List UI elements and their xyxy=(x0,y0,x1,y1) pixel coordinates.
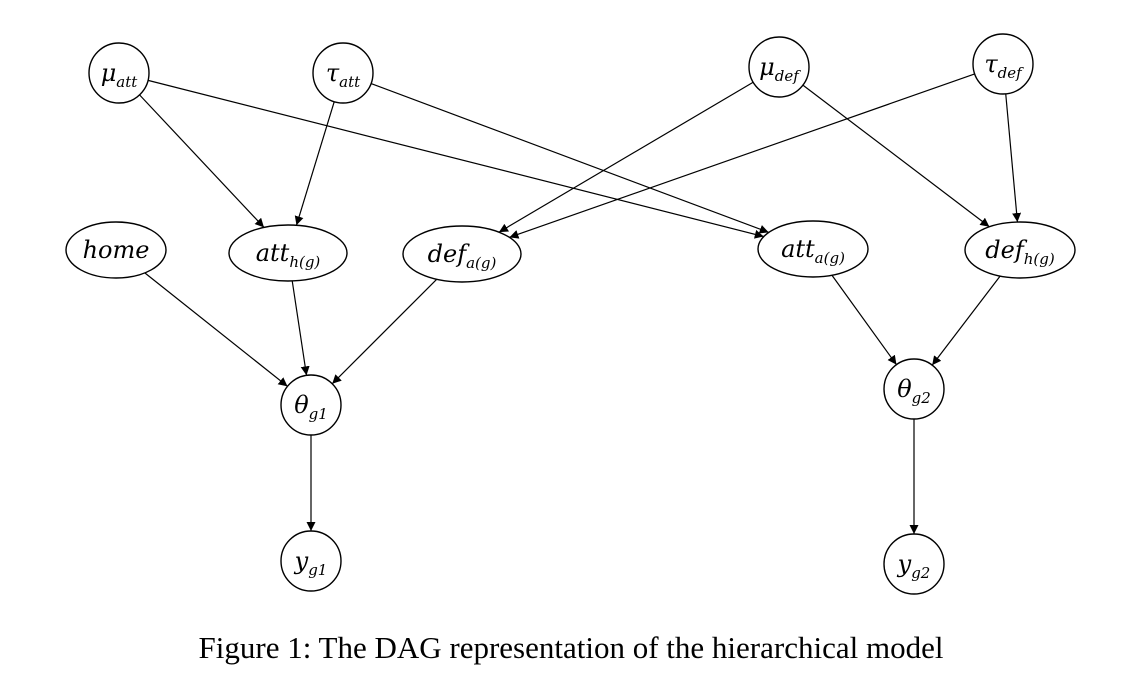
node-shape-y2 xyxy=(883,533,945,595)
edge-mu_att-to-att_h xyxy=(139,94,265,228)
node-label-tau_att: τatt xyxy=(326,59,361,91)
node-att_h: atth(g) xyxy=(228,224,348,282)
edge-def_a-to-theta1 xyxy=(331,278,438,385)
node-subscript-tau_def: def xyxy=(998,64,1024,82)
node-label-mu_att: μatt xyxy=(101,59,139,91)
node-theta2: θg2 xyxy=(883,358,945,420)
node-shape-theta2 xyxy=(883,358,945,420)
node-tau_def: τdef xyxy=(972,33,1034,95)
node-label-mu_def: μdef xyxy=(759,53,801,85)
node-mu_def: μdef xyxy=(748,36,810,98)
node-symbol-att_a: att xyxy=(781,235,815,263)
node-label-y1: yg1 xyxy=(294,547,328,579)
node-subscript-def_a: a(g) xyxy=(466,254,496,272)
node-symbol-mu_def: μ xyxy=(759,53,775,81)
node-symbol-y1: y xyxy=(294,547,309,575)
node-mu_att: μatt xyxy=(88,42,150,104)
node-y1: yg1 xyxy=(280,530,342,592)
edge-tau_def-to-def_a xyxy=(509,73,975,239)
edge-att_h-to-theta1 xyxy=(291,280,310,376)
node-shape-theta1 xyxy=(280,374,342,436)
node-symbol-tau_att: τ xyxy=(326,59,340,87)
node-shape-tau_def xyxy=(972,33,1034,95)
edges-layer xyxy=(139,73,1022,534)
node-def_h: defh(g) xyxy=(964,221,1076,279)
node-subscript-theta2: g2 xyxy=(912,389,931,407)
node-subscript-att_a: a(g) xyxy=(815,249,845,267)
node-shape-home xyxy=(65,221,167,279)
node-label-att_h: atth(g) xyxy=(256,239,321,271)
node-label-def_h: defh(g) xyxy=(985,236,1055,268)
edge-def_h-to-theta2 xyxy=(931,275,1001,366)
figure-caption: Figure 1: The DAG representation of the … xyxy=(198,630,944,665)
node-tau_att: τatt xyxy=(312,42,374,104)
edge-tau_att-to-att_a xyxy=(370,82,769,234)
node-theta1: θg1 xyxy=(280,374,342,436)
node-shape-def_a xyxy=(402,225,522,283)
node-home: home xyxy=(65,221,167,279)
node-def_a: defa(g) xyxy=(402,225,522,283)
node-att_a: atta(g) xyxy=(757,220,869,278)
edge-tau_def-to-def_h xyxy=(1005,93,1022,223)
node-symbol-def_h: def xyxy=(985,236,1028,264)
node-label-def_a: defa(g) xyxy=(428,240,497,272)
edge-att_a-to-theta2 xyxy=(831,274,897,366)
node-label-att_a: atta(g) xyxy=(781,235,845,267)
node-subscript-y1: g1 xyxy=(308,561,327,579)
node-subscript-tau_att: att xyxy=(339,73,361,91)
node-shape-mu_att xyxy=(88,42,150,104)
node-y2: yg2 xyxy=(883,533,945,595)
node-subscript-att_h: h(g) xyxy=(289,253,320,271)
node-label-theta2: θg2 xyxy=(897,375,931,407)
edge-home-to-theta1 xyxy=(144,272,288,387)
node-subscript-theta1: g1 xyxy=(309,405,328,423)
node-symbol-tau_def: τ xyxy=(984,50,998,78)
node-label-y2: yg2 xyxy=(897,550,931,582)
node-shape-y1 xyxy=(280,530,342,592)
edge-mu_def-to-def_a xyxy=(498,81,754,233)
edge-tau_att-to-att_h xyxy=(294,101,335,226)
node-shape-att_h xyxy=(228,224,348,282)
edge-mu_def-to-def_h xyxy=(802,84,990,228)
node-shape-def_h xyxy=(964,221,1076,279)
node-subscript-def_h: h(g) xyxy=(1024,250,1055,268)
node-subscript-mu_att: att xyxy=(116,73,138,91)
node-symbol-theta2: θ xyxy=(897,375,912,403)
node-label-home: home xyxy=(83,236,150,264)
node-symbol-theta1: θ xyxy=(294,391,309,419)
node-symbol-home: home xyxy=(83,236,150,264)
node-subscript-y2: g2 xyxy=(911,564,930,582)
node-label-theta1: θg1 xyxy=(294,391,328,423)
node-label-tau_def: τdef xyxy=(984,50,1024,82)
node-symbol-y2: y xyxy=(897,550,912,578)
node-shape-tau_att xyxy=(312,42,374,104)
node-shape-mu_def xyxy=(748,36,810,98)
node-shape-att_a xyxy=(757,220,869,278)
node-symbol-att_h: att xyxy=(256,239,290,267)
node-symbol-def_a: def xyxy=(428,240,471,268)
edge-mu_att-to-att_a xyxy=(147,79,764,239)
node-symbol-mu_att: μ xyxy=(101,59,117,87)
node-subscript-mu_def: def xyxy=(775,67,801,85)
